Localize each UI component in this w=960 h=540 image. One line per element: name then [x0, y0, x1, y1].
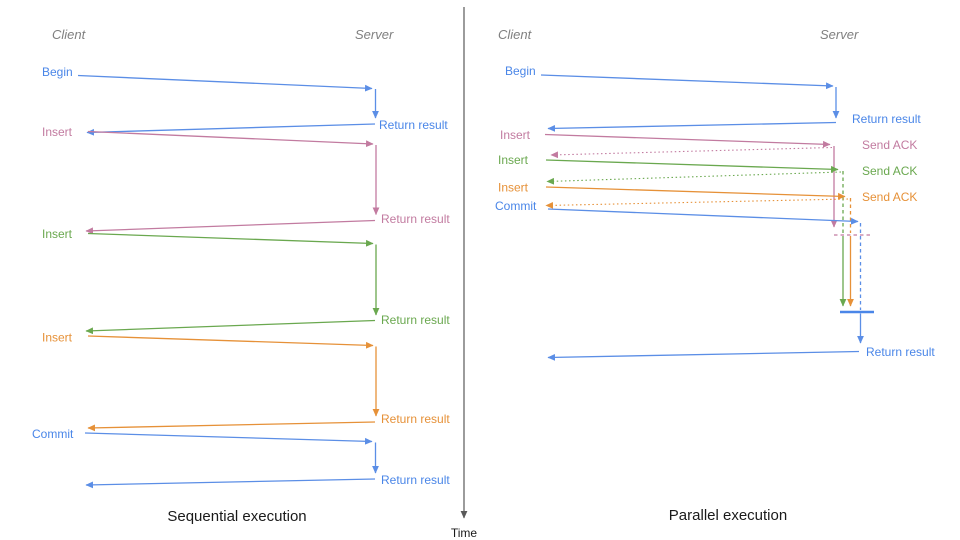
right-commit-label: Commit [495, 199, 537, 213]
left-client-header: Client [52, 27, 87, 42]
left-begin-return-arrow [86, 123, 376, 136]
right-commit-return-arrow [547, 350, 860, 361]
right-insert3-request-arrow [545, 186, 846, 200]
left-insert3-response-label: Return result [381, 412, 450, 426]
right-begin-request-arrow [540, 74, 834, 90]
left-insert3-return-arrow [87, 421, 376, 432]
left-commit-request-arrow [84, 432, 373, 445]
left-begin-response-label: Return result [379, 118, 448, 132]
left-insert1-label: Insert [42, 125, 73, 139]
right-op-begin: Begin Return result [505, 64, 921, 132]
right-op-insert1: Insert Send ACK [500, 128, 917, 236]
left-insert2-label: Insert [42, 227, 73, 241]
left-commit-return-arrow [85, 478, 376, 489]
left-panel-title: Sequential execution [167, 508, 306, 525]
right-commit-response-label: Return result [866, 345, 935, 359]
right-commit-request-arrow [547, 208, 859, 225]
right-begin-label: Begin [505, 64, 536, 78]
left-begin-label: Begin [42, 65, 73, 79]
left-insert2-request-arrow [87, 232, 374, 247]
right-server-header: Server [820, 27, 859, 42]
right-op-insert3: Insert Send ACK [498, 181, 917, 307]
right-insert1-request-arrow [544, 133, 831, 148]
left-op-insert1: Insert Return result [42, 125, 450, 235]
right-insert1-ack-arrow [550, 146, 833, 159]
right-insert2-label: Insert [498, 153, 529, 167]
parallel-panel: Client Server Begin Return result Insert… [495, 27, 935, 524]
right-insert1-label: Insert [500, 128, 531, 142]
right-insert3-ack-label: Send ACK [862, 190, 917, 204]
left-server-header: Server [355, 27, 394, 42]
right-insert3-ack-arrow [545, 198, 849, 209]
time-axis: Time [451, 7, 478, 540]
left-insert3-request-arrow [87, 335, 374, 349]
right-panel-title: Parallel execution [669, 507, 787, 524]
left-commit-label: Commit [32, 427, 74, 441]
left-op-insert2: Insert Return result [42, 227, 450, 335]
left-insert2-response-label: Return result [381, 313, 450, 327]
right-begin-return-arrow [547, 121, 837, 132]
right-insert2-ack-label: Send ACK [862, 164, 917, 178]
time-axis-label: Time [451, 526, 478, 540]
right-insert2-ack-arrow [546, 171, 842, 185]
right-insert3-label: Insert [498, 181, 529, 195]
left-insert3-label: Insert [42, 331, 73, 345]
left-insert1-return-arrow [85, 219, 376, 235]
sequential-panel: Client Server Begin Return result Insert… [32, 27, 450, 525]
left-op-commit: Commit Return result [32, 427, 450, 489]
left-op-insert3: Insert Return result [42, 331, 450, 432]
right-insert2-request-arrow [545, 159, 839, 173]
right-op-insert2: Insert Send ACK [498, 153, 917, 307]
right-client-header: Client [498, 27, 533, 42]
left-op-begin: Begin Return result [42, 65, 448, 136]
left-insert1-response-label: Return result [381, 212, 450, 226]
left-commit-response-label: Return result [381, 473, 450, 487]
right-begin-response-label: Return result [852, 112, 921, 126]
left-begin-request-arrow [77, 74, 373, 92]
right-insert1-ack-label: Send ACK [862, 138, 917, 152]
right-op-commit: Commit Return result [495, 199, 935, 361]
left-insert1-request-arrow [87, 130, 374, 148]
left-insert2-return-arrow [85, 319, 376, 335]
